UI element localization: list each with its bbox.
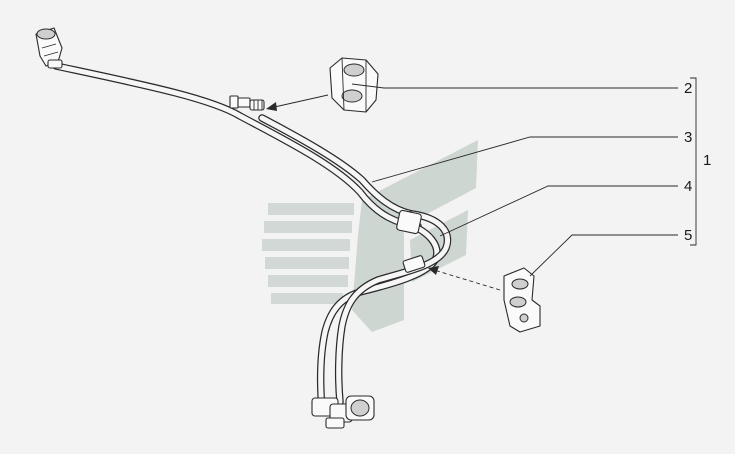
watermark-stripe [265,257,349,269]
group-bracket [690,77,697,246]
watermark-stripe [268,275,348,287]
watermark-stripe [262,239,350,251]
leader-lines [266,77,697,291]
callout-4: 4 [684,178,692,195]
watermark-stripe [264,221,352,233]
pipe-clip [396,209,422,235]
arrowhead-2 [266,102,277,111]
pipe-sleeve [402,255,426,273]
leader-line-2 [351,83,678,89]
leader-line-3 [371,136,678,183]
leader-line-4 [439,185,678,237]
left-end-fitting [35,27,63,69]
callout-3: 3 [684,129,692,146]
bracket-part-5 [503,267,541,333]
pipe-assembly [52,62,452,414]
bottom-end-fitting [311,395,375,429]
leader-arrow-2 [269,94,329,109]
leader-dashed-5 [433,269,501,291]
callout-2: 2 [684,80,692,97]
arrowhead-5 [428,266,439,275]
callout-5: 5 [684,227,692,244]
group-callout-1: 1 [703,152,711,169]
banjo-connector [229,95,265,111]
watermark-stripe [271,293,343,304]
leader-line-5 [529,234,678,277]
clamp-part-2 [329,57,379,113]
watermark-stripe [268,203,354,215]
